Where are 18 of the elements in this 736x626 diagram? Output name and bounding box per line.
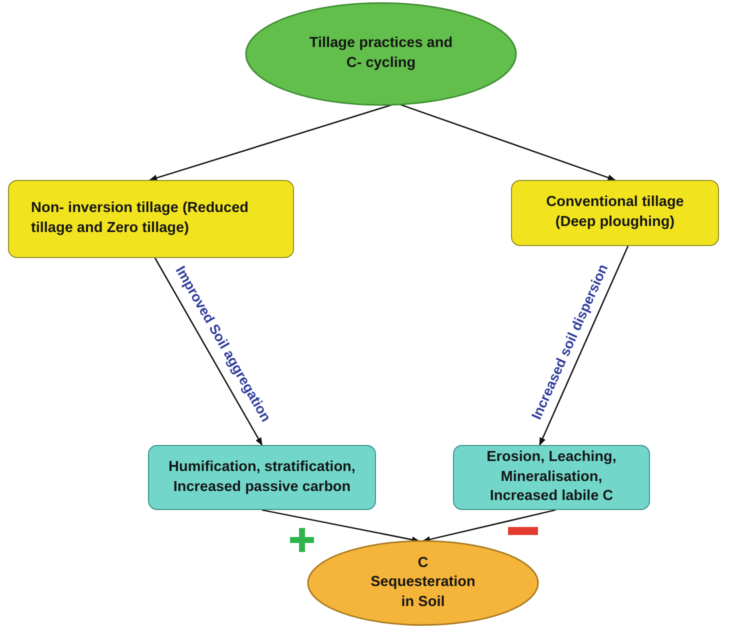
arrow: [400, 104, 616, 181]
node-text: Erosion, Leaching, Mineralisation, Increased labile C: [486, 448, 618, 506]
node-text: Conventional tillage (Deep ploughing): [545, 193, 685, 232]
node-text: Non- inversion tillage (Reduced tillage and Zero tillage): [31, 199, 250, 238]
arrow: [262, 509, 420, 543]
node-text: Tillage practices and C- cycling: [309, 34, 453, 73]
process-box: [511, 180, 719, 246]
node-text: C Sequesteration in Soil: [370, 554, 476, 612]
arrow: [539, 246, 629, 446]
process-box: [148, 445, 376, 510]
arrow: [422, 509, 556, 542]
process-box: [453, 445, 650, 510]
process-box: [8, 180, 294, 258]
arrow: [149, 104, 392, 181]
node-text: Humification, stratification, Increased passive carbon: [168, 458, 356, 496]
arrow: [154, 258, 263, 446]
ellipse-node: [245, 2, 517, 106]
ellipse-node: [307, 540, 539, 626]
